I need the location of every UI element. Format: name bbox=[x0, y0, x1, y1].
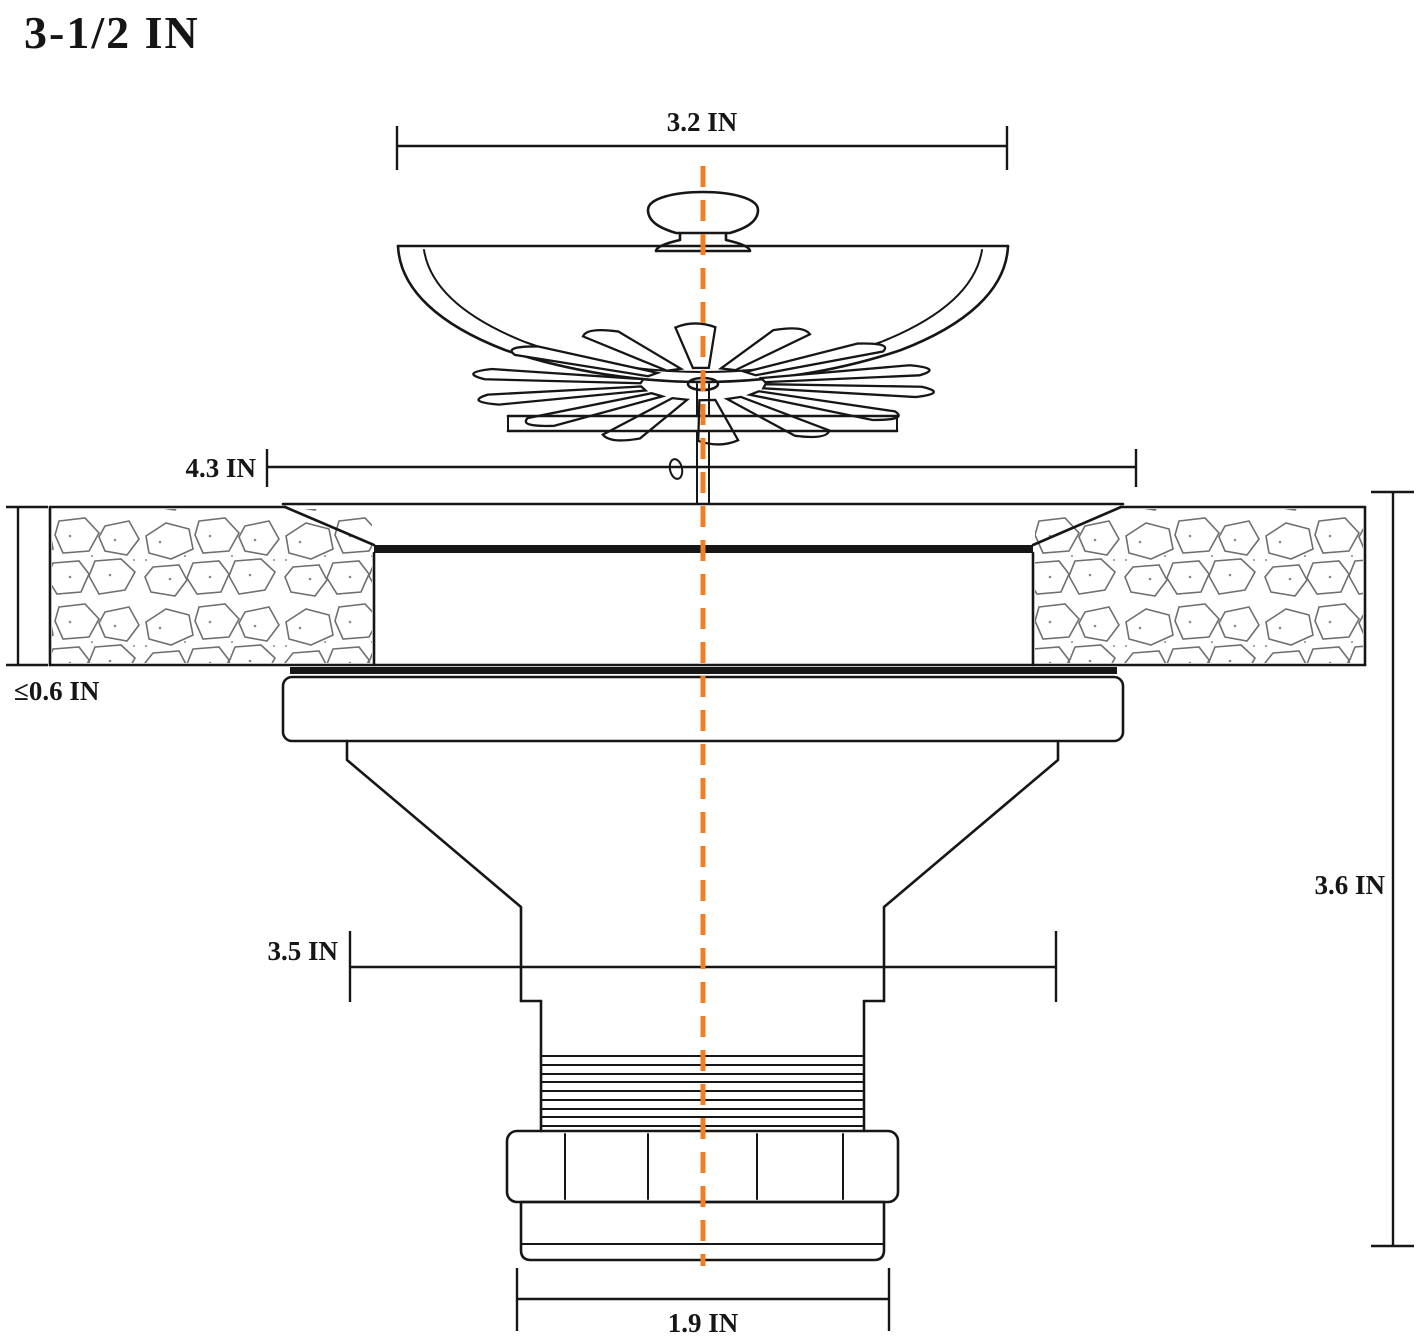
funnel-cup bbox=[345, 739, 1060, 1003]
dim-cup-width-label: 3.5 IN bbox=[267, 936, 338, 966]
dim-body-height-label: 3.6 IN bbox=[1314, 870, 1385, 900]
dim-body-height: 3.6 IN bbox=[1314, 490, 1414, 1248]
deck-stone-right bbox=[1035, 509, 1363, 663]
deck-stone-left bbox=[52, 509, 372, 663]
page-title: 3-1/2 IN bbox=[24, 7, 200, 58]
dim-top-width: 3.2 IN bbox=[395, 107, 1009, 170]
dim-deck-thickness-label: ≤0.6 IN bbox=[14, 676, 100, 706]
countertop-section bbox=[48, 505, 1367, 667]
lower-gasket bbox=[290, 667, 1117, 674]
dim-outlet-width: 1.9 IN bbox=[515, 1268, 891, 1337]
dim-flange-width: 4.3 IN bbox=[185, 449, 1138, 487]
dim-outlet-width-label: 1.9 IN bbox=[668, 1308, 739, 1337]
dim-deck-thickness: ≤0.6 IN bbox=[6, 505, 100, 706]
dim-top-width-label: 3.2 IN bbox=[667, 107, 738, 137]
outlet-collar bbox=[519, 1200, 886, 1262]
dim-cup-width: 3.5 IN bbox=[267, 931, 1058, 1002]
pin-loop bbox=[668, 458, 684, 480]
top-flange bbox=[281, 502, 1125, 547]
dim-flange-width-label: 4.3 IN bbox=[185, 453, 256, 483]
